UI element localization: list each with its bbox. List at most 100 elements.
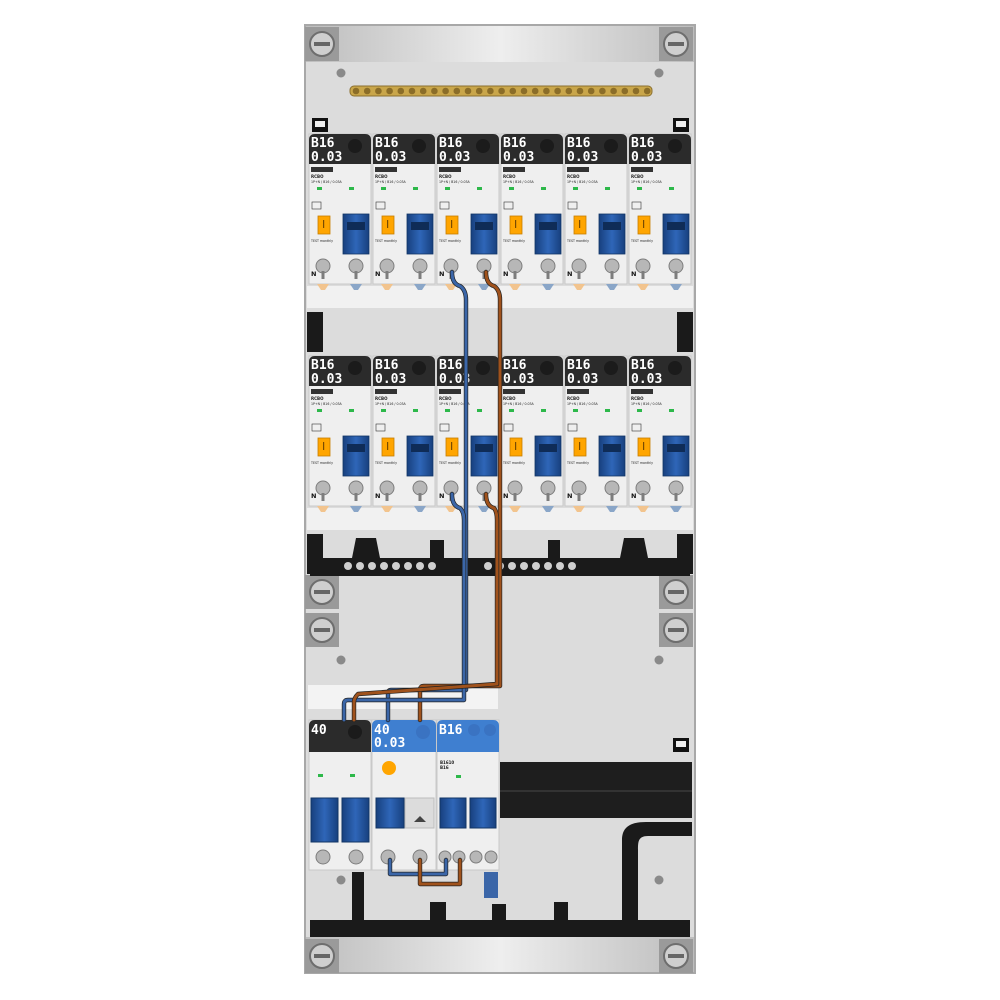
mcb-toggle[interactable] [469, 797, 497, 829]
rcbo-sensitivity: 0.03 [311, 150, 342, 165]
rcd-module: 400.03 [371, 719, 437, 871]
rcbo-spec: 1P+N / B16 / 0.03A [631, 402, 663, 406]
rcd-toggle[interactable] [375, 797, 405, 829]
rcd-test-button[interactable] [382, 761, 396, 775]
toggle-switch[interactable] [406, 435, 434, 477]
rcbo-sensitivity: 0.03 [567, 150, 598, 165]
module-label-plate [437, 720, 499, 752]
rcbo-spec: 1P+N / B16 / 0.03A [631, 180, 663, 184]
main-switch-toggle[interactable] [341, 797, 370, 843]
indicator-icon [541, 187, 546, 190]
test-label: TEST monthly [438, 239, 461, 243]
toggle-switch[interactable] [534, 213, 562, 255]
terminal-screw-icon [668, 258, 684, 274]
mcb-toggle[interactable] [439, 797, 467, 829]
terminal-screw-icon [540, 480, 556, 496]
neutral-busbar [310, 538, 690, 576]
neutral-label: N [439, 492, 444, 500]
live-link [418, 858, 462, 886]
rcbo-sensitivity: 0.03 [631, 150, 662, 165]
earth-screw-icon [520, 87, 528, 95]
trunking-shadow [500, 790, 692, 792]
rcbo-model: RCBO [375, 174, 388, 179]
rating-box-icon [631, 423, 642, 432]
indicator-icon [573, 187, 578, 190]
earth-screw-icon [565, 87, 573, 95]
indicator-icon [509, 409, 514, 412]
busbar-screw-icon [520, 562, 528, 570]
rating-box-icon [567, 423, 578, 432]
main-switch-toggle[interactable] [310, 797, 339, 843]
busbar-screw-icon [484, 562, 492, 570]
rcbo-model: RCBO [503, 396, 516, 401]
indicator-icon [445, 409, 450, 412]
busbar-screw-icon [344, 562, 352, 570]
rcbo-sensitivity: 0.03 [631, 372, 662, 387]
bracket-screw-icon [305, 575, 339, 609]
bracket-screw-icon [305, 613, 339, 647]
terminal-screw-icon [571, 258, 587, 274]
toggle-switch[interactable] [342, 213, 370, 255]
earth-screw-icon [442, 87, 449, 95]
toggle-switch[interactable] [534, 435, 562, 477]
earth-screw-icon [487, 87, 494, 95]
screw-icon [484, 724, 496, 736]
test-label: TEST monthly [502, 461, 525, 465]
mounting-hole-icon [336, 875, 346, 885]
rating-box-icon [375, 201, 386, 210]
neutral-label: N [503, 270, 508, 278]
terminal-screw-icon [412, 480, 428, 496]
earth-screw-icon [352, 87, 360, 95]
rating-box-icon [311, 201, 322, 210]
rcbo-rating: B16 [567, 358, 591, 373]
toggle-switch[interactable] [662, 435, 690, 477]
bracket-screw-icon [305, 27, 339, 61]
earth-screw-icon [643, 87, 651, 95]
mounting-hole-icon [336, 68, 346, 78]
rcbo-spec: 1P+N / B16 / 0.03A [439, 402, 471, 406]
rcbo-model: RCBO [567, 396, 580, 401]
screw-icon [476, 361, 490, 375]
indicator-icon [637, 187, 642, 190]
toggle-switch[interactable] [598, 213, 626, 255]
screw-icon [348, 139, 362, 153]
earth-screw-icon [599, 87, 606, 95]
toggle-switch[interactable] [470, 435, 498, 477]
toggle-switch[interactable] [598, 435, 626, 477]
earth-screw-icon [464, 87, 472, 95]
brand-logo-icon [439, 167, 461, 172]
toggle-switch[interactable] [470, 213, 498, 255]
rcbo-rating: B16 [311, 136, 335, 151]
screw-icon [412, 361, 426, 375]
busbar-screw-icon [532, 562, 540, 570]
busbar-screw-icon [508, 562, 516, 570]
toggle-switch[interactable] [342, 435, 370, 477]
toggle-switch[interactable] [662, 213, 690, 255]
rcbo-spec: 1P+N / B16 / 0.03A [439, 180, 471, 184]
busbar-screw-icon [356, 562, 364, 570]
terminal-screw-icon [379, 258, 395, 274]
brand-logo-icon [631, 389, 653, 394]
terminal-screw-icon [635, 258, 651, 274]
indicator-icon [381, 187, 386, 190]
rcbo-model: RCBO [439, 396, 452, 401]
rcbo-sensitivity: 0.03 [567, 372, 598, 387]
rcbo-rating: B16 [631, 136, 655, 151]
toggle-switch[interactable] [406, 213, 434, 255]
blue-link [484, 872, 498, 898]
neutral-label: N [311, 492, 316, 500]
brand-logo-icon [631, 167, 653, 172]
rating-box-icon [567, 201, 578, 210]
mcb-sub: B16 [440, 765, 449, 770]
rcbo-rating: B16 [375, 358, 399, 373]
rcbo-spec: 1P+N / B16 / 0.03A [567, 402, 599, 406]
